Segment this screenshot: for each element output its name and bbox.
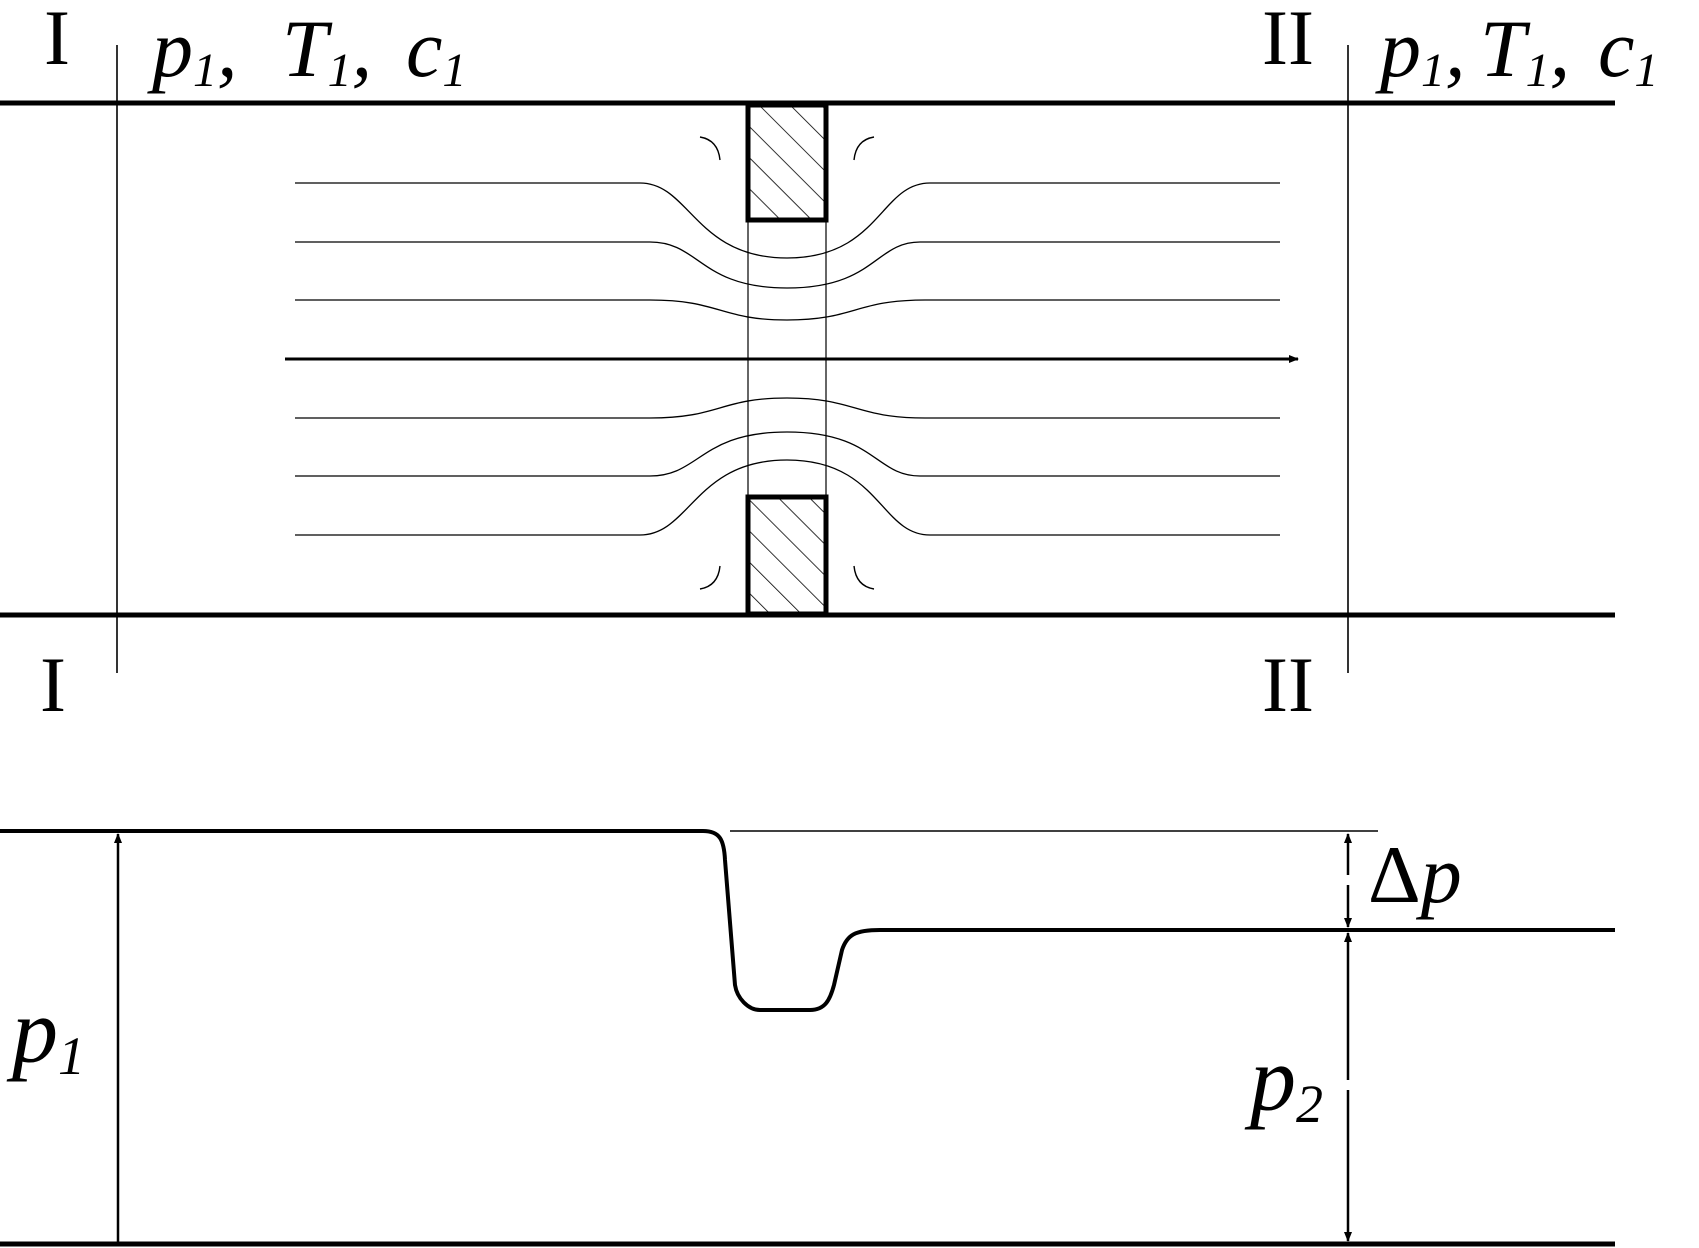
streamline-6 [295,459,1280,536]
p2-subscript: 2 [1296,1074,1323,1134]
eddy-arc-bottom-right [853,565,875,590]
streamline-1 [295,182,1280,259]
p1-subscript: 1 [58,1026,85,1086]
param-c-subscript: 1 [442,44,466,97]
param-T: T [282,3,333,94]
svg-text:p1,: p1, [147,3,238,97]
svg-text:p1,: p1, [1375,3,1466,97]
param-T-subscript: 1 [328,44,352,97]
orifice-upper-block [745,102,829,223]
param-separator: , [1445,3,1466,94]
param-T: T [1480,3,1531,94]
param-p-subscript: 1 [193,44,217,97]
param-c: c [406,3,442,94]
param-T-subscript: 1 [1526,44,1550,97]
p2-symbol: p [1244,1028,1296,1130]
delta-symbol: Δ [1368,829,1421,920]
p1-symbol: p [6,980,58,1082]
state-params-left: p1, T1, c1 [147,3,466,97]
param-c-subscript: 1 [1634,44,1658,97]
p2-label: p2 [1244,1028,1323,1134]
param-p: p [147,3,193,94]
eddy-arc-bottom-left [699,565,721,590]
eddy-arc-top-right [853,136,875,161]
param-p-subscript: 1 [1421,44,1445,97]
p1-label: p1 [6,980,85,1086]
section-label-1-bottom: I [40,641,66,728]
streamline-3 [295,299,1280,321]
param-separator: , [217,3,238,94]
delta-p-symbol: p [1416,829,1462,920]
param-c: c [1598,3,1634,94]
param-separator: , [1550,3,1571,94]
streamline-4 [295,397,1280,419]
svg-text:c1: c1 [406,3,466,97]
section-label-2-top: II [1262,0,1314,81]
eddy-arc-top-left [699,136,721,161]
streamline-5 [295,431,1280,477]
state-params-right: p1, T1, c1 [1375,3,1658,97]
orifice-lower-block [745,494,829,617]
streamline-2 [295,241,1280,289]
param-separator: , [352,3,373,94]
svg-text:c1: c1 [1598,3,1658,97]
param-p: p [1375,3,1421,94]
section-label-2-bottom: II [1262,641,1314,728]
pressure-curve [0,829,1615,1012]
svg-text:T1,: T1, [1480,3,1570,97]
svg-text:T1,: T1, [282,3,372,97]
section-label-1-top: I [44,0,70,81]
delta-p-label: Δp [1368,829,1462,920]
